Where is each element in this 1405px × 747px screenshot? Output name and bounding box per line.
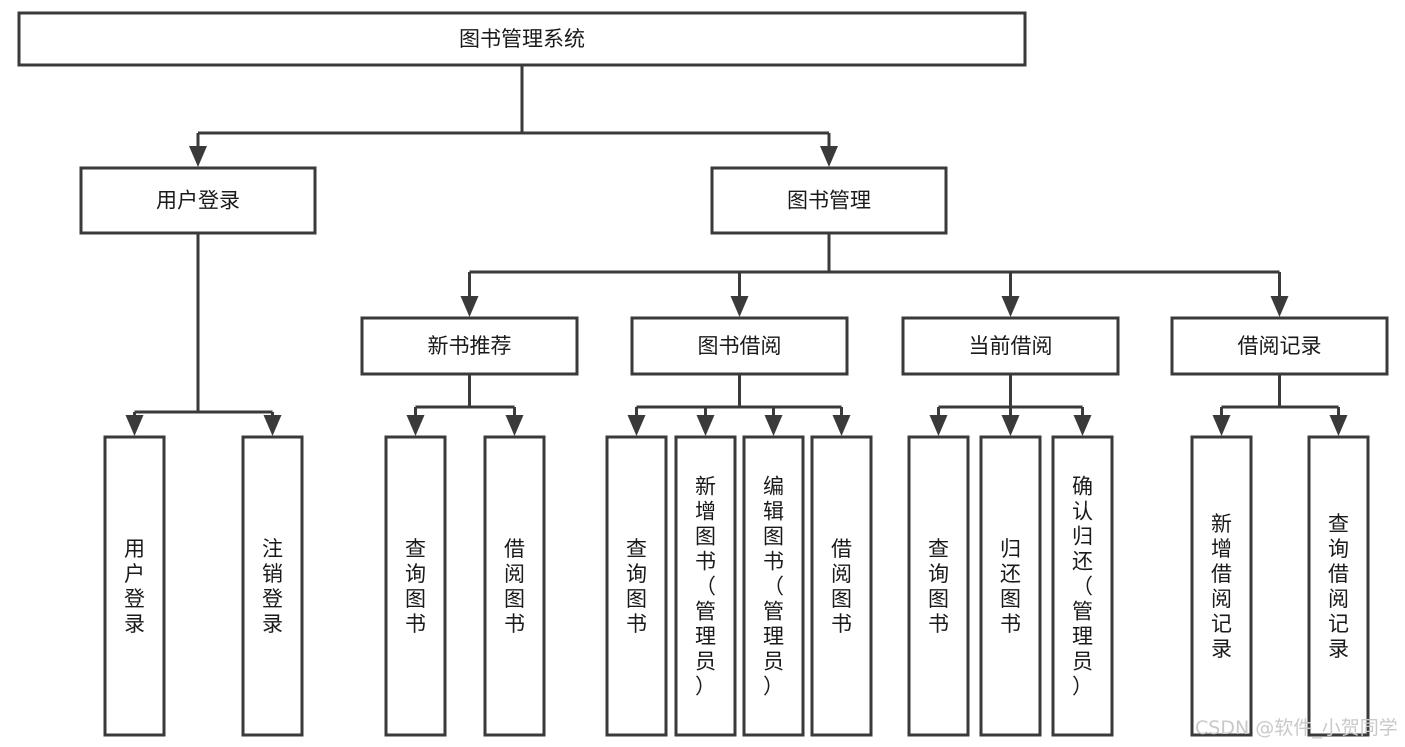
node-leaf-query-book-3[interactable]: 查询图书	[907, 435, 970, 737]
arrow-head-icon	[696, 415, 715, 436]
node-box[interactable]	[483, 435, 546, 737]
arrow-head-icon	[505, 415, 524, 436]
node-leaf-confirm-return[interactable]: 确认归还（管理员）	[1051, 435, 1114, 737]
connector-layer	[125, 65, 1348, 436]
node-label: 编辑图书（管理员）	[763, 475, 784, 699]
node-leaf-add-record[interactable]: 新增借阅记录	[1190, 435, 1253, 737]
arrow-head-icon	[1329, 415, 1348, 436]
node-user-login[interactable]: 用户登录	[79, 166, 317, 235]
watermark-label: CSDN @软件_小贺同学	[1195, 717, 1398, 739]
node-box[interactable]	[241, 435, 304, 737]
arrow-head-icon	[627, 415, 646, 436]
arrow-head-icon	[189, 146, 207, 167]
arrow-head-icon	[730, 296, 749, 317]
node-book-manage[interactable]: 图书管理	[710, 166, 948, 235]
node-label: 用户登录	[124, 537, 145, 636]
node-box[interactable]	[979, 435, 1042, 737]
node-box[interactable]	[384, 435, 447, 737]
node-leaf-query-record[interactable]: 查询借阅记录	[1307, 435, 1370, 737]
arrow-head-icon	[1001, 415, 1020, 436]
node-box[interactable]	[630, 316, 849, 376]
node-label: 查询图书	[928, 537, 949, 636]
arrow-head-icon	[1001, 296, 1020, 317]
node-leaf-logout[interactable]: 注销登录	[241, 435, 304, 737]
node-root[interactable]: 图书管理系统	[17, 11, 1027, 67]
node-leaf-user-login[interactable]: 用户登录	[103, 435, 166, 737]
arrow-head-icon	[1270, 296, 1289, 317]
node-label: 查询图书	[626, 537, 647, 636]
node-box[interactable]	[810, 435, 873, 737]
node-label: 查询图书	[405, 537, 426, 636]
node-label: 用户登录	[156, 189, 240, 213]
node-box[interactable]	[605, 435, 668, 737]
node-box[interactable]	[710, 166, 948, 235]
arrow-head-icon	[406, 415, 425, 436]
node-label: 新书推荐	[428, 334, 512, 358]
node-label: 查询借阅记录	[1328, 512, 1349, 661]
arrow-head-icon	[125, 415, 144, 436]
node-label: 借阅图书	[504, 537, 525, 636]
node-label: 图书管理	[787, 189, 871, 213]
node-leaf-query-book-2[interactable]: 查询图书	[605, 435, 668, 737]
node-new-book-rec[interactable]: 新书推荐	[360, 316, 579, 376]
node-box[interactable]	[1170, 316, 1389, 376]
arrow-head-icon	[929, 415, 948, 436]
node-label: 图书借阅	[698, 334, 782, 358]
node-leaf-borrow-book-2[interactable]: 借阅图书	[810, 435, 873, 737]
node-leaf-add-book[interactable]: 新增图书（管理员）	[674, 435, 737, 737]
arrow-head-icon	[263, 415, 282, 436]
node-box[interactable]	[907, 435, 970, 737]
node-leaf-return-book[interactable]: 归还图书	[979, 435, 1042, 737]
node-leaf-borrow-book-1[interactable]: 借阅图书	[483, 435, 546, 737]
node-label: 借阅记录	[1238, 334, 1322, 358]
node-box[interactable]	[360, 316, 579, 376]
node-box[interactable]	[901, 316, 1120, 376]
node-label: 新增图书（管理员）	[695, 475, 716, 699]
node-box[interactable]	[742, 435, 805, 737]
node-leaf-edit-book[interactable]: 编辑图书（管理员）	[742, 435, 805, 737]
node-box[interactable]	[674, 435, 737, 737]
node-box[interactable]	[1051, 435, 1114, 737]
node-current-borrow[interactable]: 当前借阅	[901, 316, 1120, 376]
node-box[interactable]	[103, 435, 166, 737]
node-box[interactable]	[17, 11, 1027, 67]
arrow-head-icon	[1073, 415, 1092, 436]
node-book-borrow[interactable]: 图书借阅	[630, 316, 849, 376]
node-box[interactable]	[79, 166, 317, 235]
arrow-head-icon	[460, 296, 479, 317]
node-label: 借阅图书	[831, 537, 852, 636]
node-label: 注销登录	[262, 537, 283, 636]
node-box[interactable]	[1307, 435, 1370, 737]
arrow-head-icon	[820, 146, 838, 167]
node-label: 归还图书	[1000, 537, 1021, 636]
node-layer: 图书管理系统用户登录图书管理新书推荐图书借阅当前借阅借阅记录用户登录注销登录查询…	[17, 11, 1389, 737]
node-leaf-query-book-1[interactable]: 查询图书	[384, 435, 447, 737]
arrow-head-icon	[832, 415, 851, 436]
arrow-head-icon	[1212, 415, 1231, 436]
node-label: 新增借阅记录	[1211, 512, 1232, 661]
node-borrow-record[interactable]: 借阅记录	[1170, 316, 1389, 376]
node-label: 当前借阅	[969, 334, 1053, 358]
node-label: 图书管理系统	[459, 27, 585, 51]
arrow-head-icon	[764, 415, 783, 436]
node-box[interactable]	[1190, 435, 1253, 737]
node-label: 确认归还（管理员）	[1072, 475, 1093, 699]
